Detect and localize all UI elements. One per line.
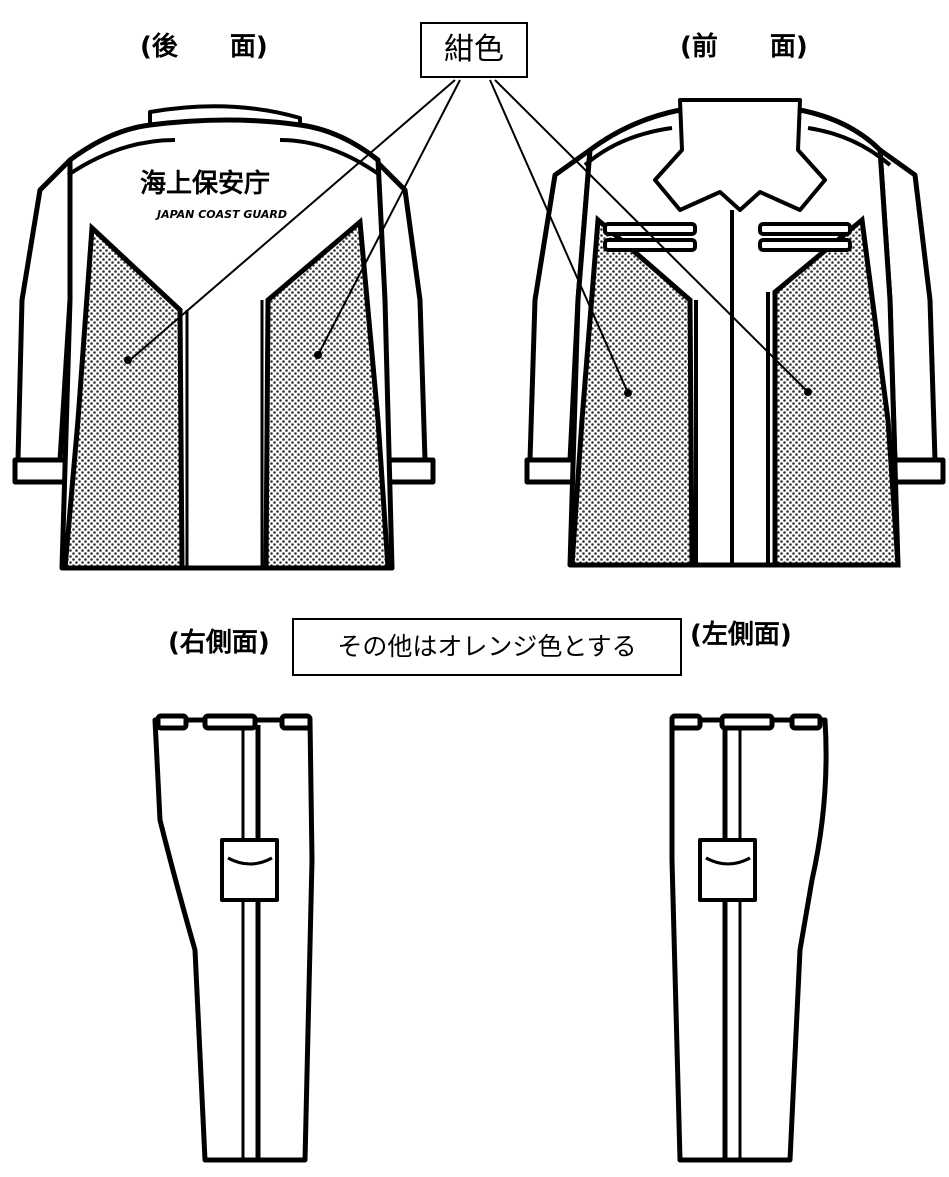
front-navy-panel-right: [772, 215, 901, 568]
front-view-label: (前 面): [680, 32, 808, 62]
front-navy-panel-left: [569, 214, 695, 568]
back-navy-panel-left: [62, 222, 185, 571]
navy-color-callout: 紺色: [420, 22, 528, 78]
navy-callout-lines: [129, 79, 809, 394]
other-color-note: その他はオレンジ色とする: [292, 618, 682, 676]
back-navy-panel-right: [263, 216, 391, 571]
back-view-label: (後 面): [140, 32, 268, 62]
back-print-jp: 海上保安庁: [140, 168, 270, 199]
right-side-label: (右側面): [168, 628, 270, 658]
left-side-label: (左側面): [690, 620, 792, 650]
back-print-en: JAPAN COAST GUARD: [155, 208, 287, 221]
trousers-right-side: [152, 713, 315, 1163]
trousers-left-side: [669, 713, 829, 1163]
